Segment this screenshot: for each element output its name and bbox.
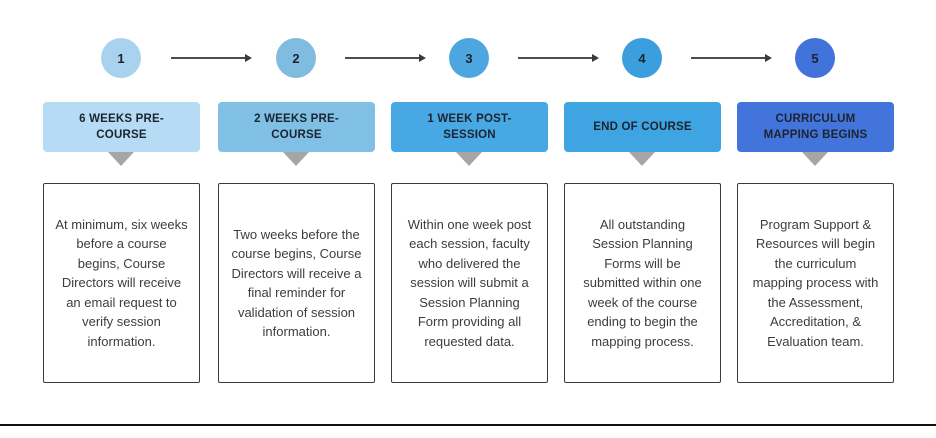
arrow-right-icon: [345, 54, 426, 62]
step-description-box: At minimum, six weeks before a course be…: [43, 183, 200, 383]
step-header: 1 WEEK POST- SESSION: [391, 102, 548, 152]
step-column-5: 5 CURRICULUM MAPPING BEGINS Program Supp…: [737, 0, 894, 438]
arrow-right-icon: [171, 54, 252, 62]
step-description-box: Within one week post each session, facul…: [391, 183, 548, 383]
step-number-badge: 4: [622, 38, 662, 78]
step-header: END OF COURSE: [564, 102, 721, 152]
step-description-box: Program Support & Resources will begin t…: [737, 183, 894, 383]
step-description-text: Program Support & Resources will begin t…: [752, 216, 879, 349]
step-column-2: 2 2 WEEKS PRE- COURSE Two weeks before t…: [218, 0, 375, 438]
step-description-text: All outstanding Session Planning Forms w…: [583, 216, 702, 349]
pointer-down-triangle: [108, 152, 134, 166]
arrow-right-icon: [518, 54, 599, 62]
step-number-badge: 5: [795, 38, 835, 78]
step-number-badge: 2: [276, 38, 316, 78]
step-column-1: 1 6 WEEKS PRE- COURSE At minimum, six we…: [43, 0, 200, 438]
pointer-down-triangle: [802, 152, 828, 166]
step-description-text: At minimum, six weeks before a course be…: [55, 216, 188, 349]
step-column-3: 3 1 WEEK POST- SESSION Within one week p…: [391, 0, 548, 438]
step-number-badge: 3: [449, 38, 489, 78]
step-header: 2 WEEKS PRE- COURSE: [218, 102, 375, 152]
pointer-down-triangle: [629, 152, 655, 166]
pointer-down-triangle: [283, 152, 309, 166]
step-description-text: Within one week post each session, facul…: [407, 216, 532, 349]
step-header: 6 WEEKS PRE- COURSE: [43, 102, 200, 152]
arrow-right-icon: [691, 54, 772, 62]
step-header: CURRICULUM MAPPING BEGINS: [737, 102, 894, 152]
step-description-box: All outstanding Session Planning Forms w…: [564, 183, 721, 383]
step-description-text: Two weeks before the course begins, Cour…: [231, 226, 362, 340]
step-column-4: 4 END OF COURSE All outstanding Session …: [564, 0, 721, 438]
pointer-down-triangle: [456, 152, 482, 166]
step-number-badge: 1: [101, 38, 141, 78]
bottom-border-line: [0, 424, 936, 426]
step-description-box: Two weeks before the course begins, Cour…: [218, 183, 375, 383]
